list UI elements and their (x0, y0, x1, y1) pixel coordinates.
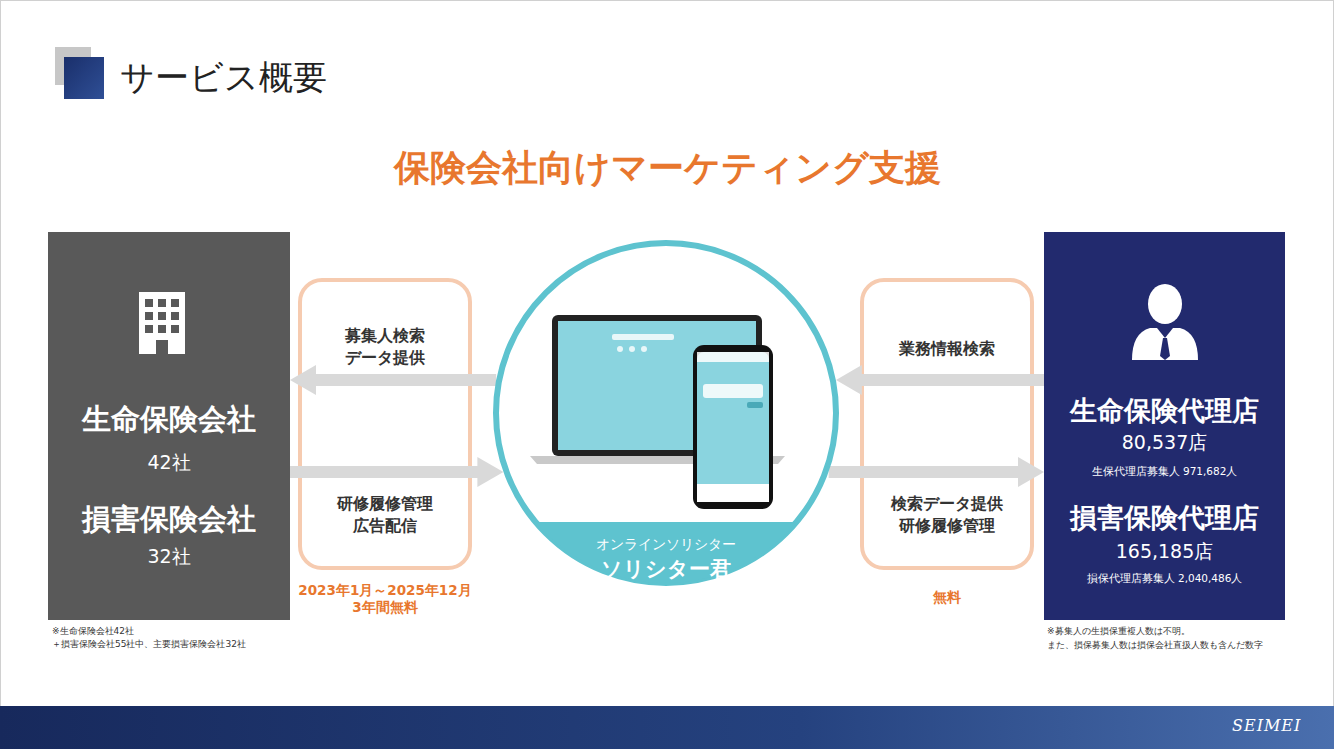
flow-arrow (304, 374, 496, 386)
rounded-frame (300, 280, 470, 568)
node-heading: 生命保険会社 (48, 402, 290, 437)
offer-note: 無料 (862, 589, 1032, 607)
rounded-frame (862, 280, 1032, 568)
company-panel: 生命保険会社 42社損害保険会社 32社 (48, 232, 290, 620)
node-heading: 損害保険代理店 (1044, 502, 1285, 534)
circle-outline (493, 240, 839, 586)
node-text: 165,185店 (1044, 540, 1285, 563)
node-text: 42社 (48, 451, 290, 474)
title-mark-front (64, 57, 104, 99)
offer-note: 2023年1月～2025年12月 3年間無料 (295, 582, 475, 616)
person-icon (1132, 284, 1198, 360)
laptop-illustration (530, 315, 785, 464)
node-heading: ソリシター君 (493, 557, 839, 582)
flow-label: 業務情報検索 (870, 338, 1024, 360)
flow-arrow (290, 466, 489, 478)
node-text: オンラインソリシター (493, 536, 839, 553)
footer-band (0, 706, 1334, 749)
footnote: ※募集人の生損保重複人数は不明。 (1047, 626, 1190, 637)
subtitle: 保険会社向けマーケティング支援 (0, 145, 1334, 190)
flow-label: 募集人検索 データ提供 (315, 325, 455, 370)
footnote: ※生命保険会社42社 (52, 626, 134, 637)
flow-arrow (850, 374, 1044, 386)
footnote: ＋損害保険会社55社中、主要損害保険会社32社 (52, 639, 246, 650)
building-icon (139, 292, 185, 354)
footnote: また、損保募集人数は損保会社直扱人数も含んだ数字 (1047, 640, 1263, 651)
agency-panel: 生命保険代理店 80,537店生保代理店募集人 971,682人損害保険代理店 16… (1044, 232, 1285, 620)
node-text: 損保代理店募集人 2,040,486人 (1044, 572, 1285, 585)
node-text: 32社 (48, 545, 290, 568)
slide-title: サービス概要 (120, 56, 327, 99)
node-text: 80,537店 (1044, 431, 1285, 454)
node-heading: 生命保険代理店 (1044, 395, 1285, 427)
flow-arrow (829, 466, 1030, 478)
node-text: 生保代理店募集人 971,682人 (1044, 465, 1285, 478)
node-heading: 損害保険会社 (48, 502, 290, 537)
flow-label: 検索データ提供 研修履修管理 (870, 493, 1024, 538)
service-circle: オンラインソリシターソリシター君 (493, 240, 839, 586)
logo-text: SEIMEI (1232, 716, 1301, 736)
phone-illustration (693, 345, 773, 509)
flow-label: 研修履修管理 広告配信 (315, 493, 455, 538)
